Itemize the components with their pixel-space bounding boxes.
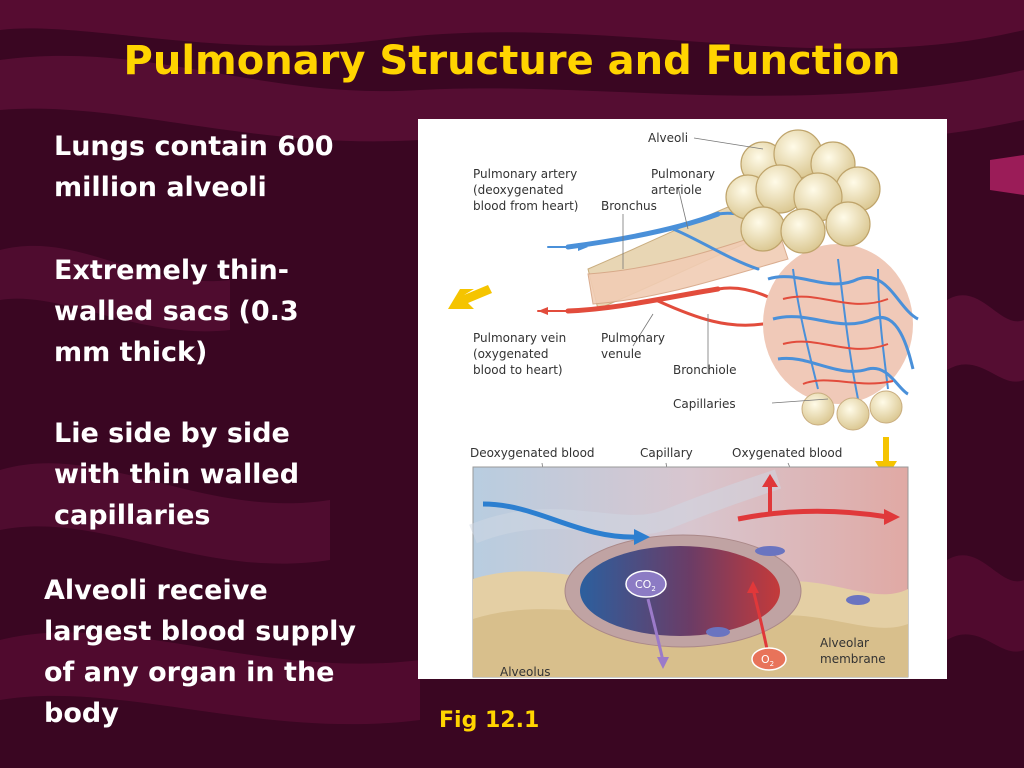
alveoli-cluster-drawing xyxy=(725,129,881,254)
gas-exchange-panel xyxy=(469,466,909,678)
pointer-arrows xyxy=(448,285,897,479)
label-o2: O2 xyxy=(761,653,774,668)
label-pulmonary-artery-line3: blood from heart) xyxy=(473,199,578,213)
label-pulmonary-vein-line3: blood to heart) xyxy=(473,363,563,377)
label-pulmonary-vein-line2: (oxygenated xyxy=(473,347,549,361)
bullet-alveoli-count: Lungs contain 600 million alveoli xyxy=(54,131,334,203)
label-alveoli: Alveoli xyxy=(648,131,688,145)
figure-caption: Fig 12.1 xyxy=(439,708,540,733)
bullet-side-by-side: Lie side by side with thin walled capill… xyxy=(54,418,300,531)
label-bronchiole: Bronchiole xyxy=(673,363,736,377)
label-bronchus: Bronchus xyxy=(601,199,657,213)
label-alveolus: Alveolus xyxy=(500,665,551,679)
label-pulmonary-vein: Pulmonary vein xyxy=(473,331,566,345)
label-pulmonary-artery-line2: (deoxygenated xyxy=(473,183,564,197)
label-pulmonary-venule: Pulmonary xyxy=(601,331,665,345)
capillary-network-drawing xyxy=(763,244,919,431)
label-pulmonary-venule-line2: venule xyxy=(601,347,641,361)
label-alveolar-membrane-line2: membrane xyxy=(820,652,886,666)
label-co2: CO2 xyxy=(635,578,656,593)
label-capillary: Capillary xyxy=(640,446,693,460)
label-capillaries: Capillaries xyxy=(673,397,736,411)
bullet-thin-walled-sacs: Extremely thin-walled sacs (0.3 mm thick… xyxy=(54,255,299,368)
label-pulmonary-arteriole-line2: arteriole xyxy=(651,183,702,197)
slide-title: Pulmonary Structure and Function xyxy=(123,38,901,84)
label-pulmonary-arteriole: Pulmonary xyxy=(651,167,715,181)
lung-structure-figure: Alveoli Pulmonary artery (deoxygenated b… xyxy=(418,119,947,679)
bullet-blood-supply: Alveoli receive largest blood supply of … xyxy=(44,575,357,729)
figure-drawing: Alveoli Pulmonary artery (deoxygenated b… xyxy=(448,129,919,679)
label-alveolar-membrane: Alveolar xyxy=(820,636,869,650)
label-oxygenated-blood: Oxygenated blood xyxy=(732,446,842,460)
label-deoxygenated-blood: Deoxygenated blood xyxy=(470,446,595,460)
label-pulmonary-artery: Pulmonary artery xyxy=(473,167,577,181)
